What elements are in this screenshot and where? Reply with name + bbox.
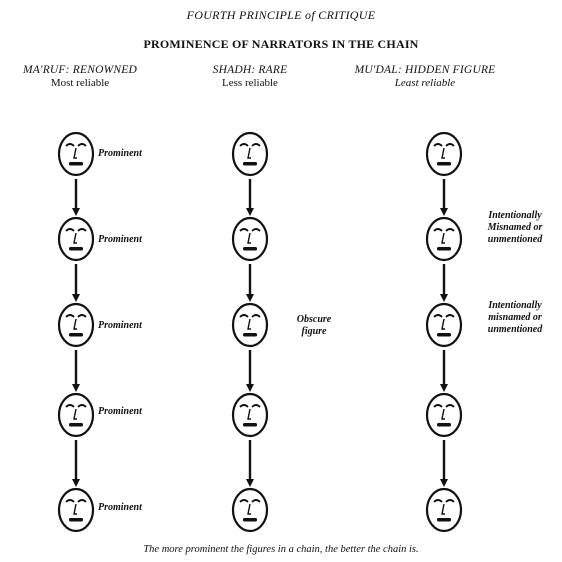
narrator-face-icon-rare-3	[231, 302, 269, 348]
node-label-renowned-2: Prominent	[98, 234, 142, 245]
narrator-face-icon-renowned-2	[57, 216, 95, 262]
narrator-face-icon-hidden-5	[425, 487, 463, 533]
column-subtitle-hidden: Least reliable	[394, 77, 456, 89]
column-header-hidden: MU'DAL: HIDDEN FIGURE Least reliable	[335, 64, 515, 90]
node-label-rare-3: Obscure figure	[296, 314, 332, 337]
node-label-renowned-1: Prominent	[98, 148, 142, 159]
node-label-renowned-3: Prominent	[98, 320, 142, 331]
narrator-face-icon-hidden-1	[425, 131, 463, 177]
narrator-face-icon-hidden-4	[425, 392, 463, 438]
node-label-renowned-5: Prominent	[98, 502, 142, 513]
column-subtitle-renowned: Most reliable	[50, 77, 110, 89]
narrator-face-icon-renowned-4	[57, 392, 95, 438]
node-label-hidden-3: Intentionally misnamed or unmentioned	[487, 300, 543, 335]
column-title-renowned: MA'RUF: RENOWNED	[23, 64, 137, 76]
node-label-renowned-4: Prominent	[98, 406, 142, 417]
narrator-face-icon-hidden-3	[425, 302, 463, 348]
narrator-face-icon-rare-5	[231, 487, 269, 533]
principle-heading: FOURTH PRINCIPLE of CRITIQUE	[186, 8, 376, 22]
node-label-hidden-2: Intentionally Misnamed or unmentioned	[487, 210, 543, 245]
column-header-rare: SHADH: RARE Less reliable	[160, 64, 340, 90]
narrator-face-icon-hidden-2	[425, 216, 463, 262]
narrator-face-icon-rare-2	[231, 216, 269, 262]
diagram-title: PROMINENCE OF NARRATORS IN THE CHAIN	[143, 37, 419, 51]
narrator-face-icon-rare-4	[231, 392, 269, 438]
narrator-face-icon-renowned-3	[57, 302, 95, 348]
column-subtitle-rare: Less reliable	[222, 77, 278, 89]
column-title-hidden: MU'DAL: HIDDEN FIGURE	[354, 64, 496, 76]
column-header-renowned: MA'RUF: RENOWNED Most reliable	[0, 64, 170, 90]
caption: The more prominent the figures in a chai…	[143, 544, 419, 555]
narrator-face-icon-renowned-1	[57, 131, 95, 177]
column-title-rare: SHADH: RARE	[212, 64, 288, 76]
narrator-face-icon-rare-1	[231, 131, 269, 177]
narrator-face-icon-renowned-5	[57, 487, 95, 533]
